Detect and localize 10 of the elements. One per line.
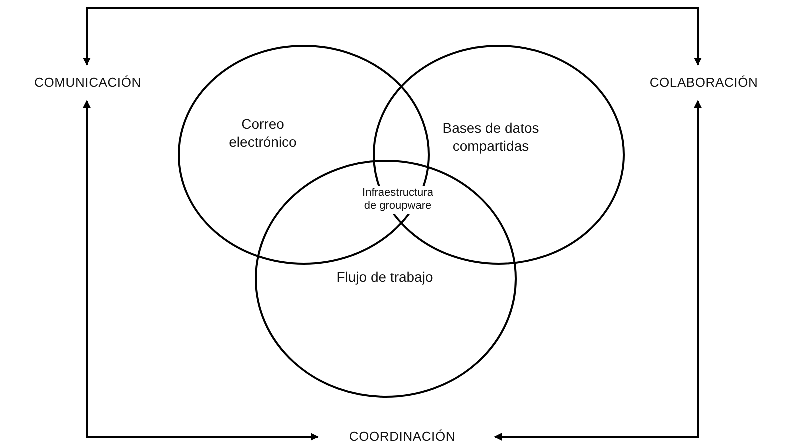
circle-label: Correo electrónico	[228, 115, 298, 151]
connector-arrow	[83, 7, 702, 66]
circle-label: Bases de datos compartidas	[442, 119, 540, 155]
connector-arrow	[83, 100, 319, 441]
concept-label: COORDINACIÓN	[348, 429, 457, 445]
concept-label: COLABORACIÓN	[648, 75, 760, 91]
circle-label: Flujo de trabajo	[336, 268, 434, 286]
venn-circle	[255, 160, 517, 398]
concept-label: COMUNICACIÓN	[34, 75, 142, 91]
connector-arrow	[494, 100, 702, 441]
